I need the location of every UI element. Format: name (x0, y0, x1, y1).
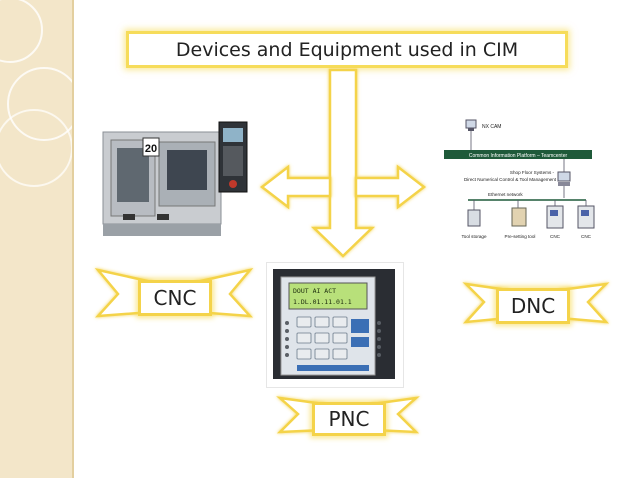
dnc-top-label: NX CAM (482, 124, 501, 130)
pnc-label: PNC (312, 402, 386, 436)
arrow-right (354, 164, 427, 210)
page-title: Devices and Equipment used in CIM (175, 38, 519, 61)
dnc-system-line2: Direct Numerical Control & Tool Manageme… (464, 177, 557, 182)
dnc-platform-label: Common Information Platform – Teamcenter (469, 153, 568, 159)
dnc-network-diagram: NX CAM Common Information Platform – Tea… (440, 114, 602, 248)
cnc-machine-image: 20 (97, 118, 252, 242)
dnc-network-label: Ethernet network (488, 192, 523, 197)
dnc-node-presetting: Pre-setting tool (505, 234, 536, 239)
dnc-node-cnc-2: CNC (581, 234, 592, 239)
pnc-screen-line1: DOUT AI ACT (293, 287, 336, 295)
dnc-system-line1: Shop Floor Systems - (510, 170, 555, 175)
cnc-display-number: 20 (145, 143, 157, 155)
arrow-down (310, 68, 376, 258)
pnc-screen-line2: 1.DL.01.11.01.1 (293, 298, 352, 306)
sidebar-circles (0, 0, 72, 187)
dnc-node-cnc-1: CNC (550, 234, 561, 239)
sidebar-decoration (0, 0, 74, 478)
dnc-label: DNC (496, 288, 570, 324)
title-box: Devices and Equipment used in CIM (126, 31, 568, 68)
dnc-node-tool-storage: Tool storage (461, 234, 486, 239)
cnc-label: CNC (138, 280, 212, 316)
pnc-controller-image: DOUT AI ACT 1.DL.01.11.01.1 (266, 262, 404, 388)
arrow-left (259, 164, 332, 210)
